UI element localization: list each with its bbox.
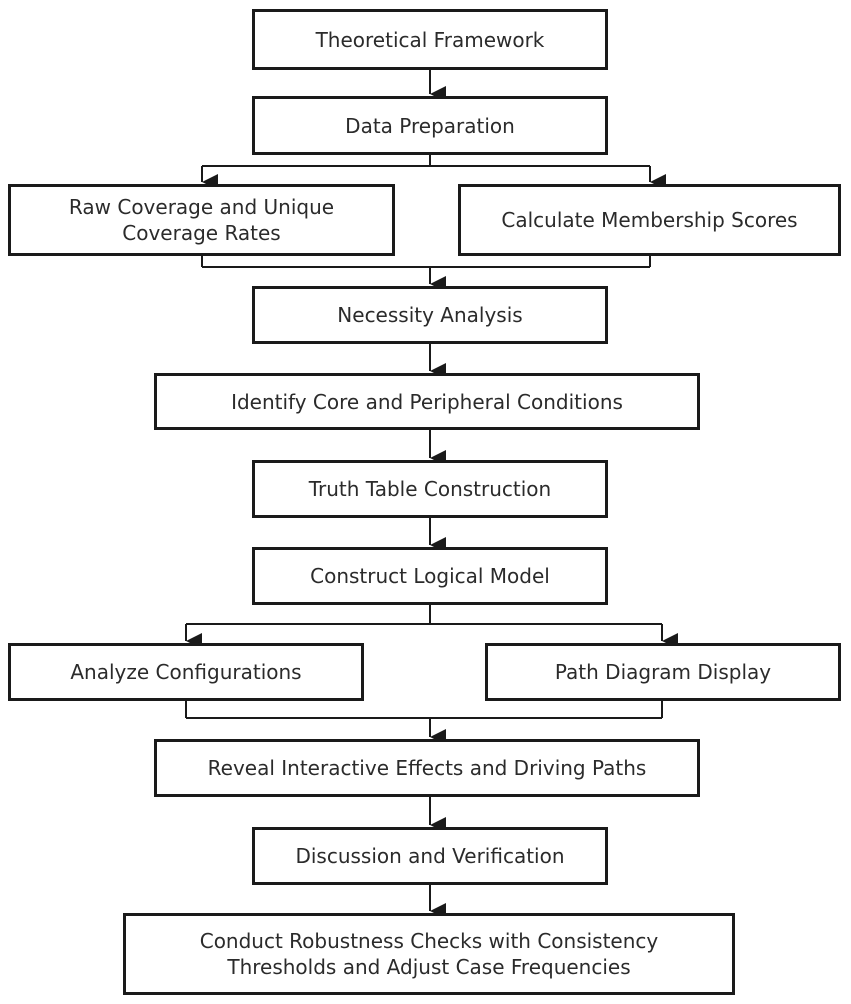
node-interactive-effects: Reveal Interactive Effects and Driving P… (154, 739, 700, 797)
node-necessity-analysis: Necessity Analysis (252, 286, 608, 344)
node-robustness: Conduct Robustness Checks with Consisten… (123, 913, 735, 995)
node-core-peripheral: Identify Core and Peripheral Conditions (154, 373, 700, 430)
node-theoretical-framework: Theoretical Framework (252, 9, 608, 70)
node-analyze-configurations: Analyze Configurations (8, 643, 364, 701)
node-discussion: Discussion and Verification (252, 827, 608, 885)
node-data-preparation: Data Preparation (252, 96, 608, 155)
node-truth-table: Truth Table Construction (252, 460, 608, 518)
node-membership-scores: Calculate Membership Scores (458, 184, 841, 256)
node-path-diagram: Path Diagram Display (485, 643, 841, 701)
node-raw-coverage: Raw Coverage and Unique Coverage Rates (8, 184, 395, 256)
node-logical-model: Construct Logical Model (252, 547, 608, 605)
